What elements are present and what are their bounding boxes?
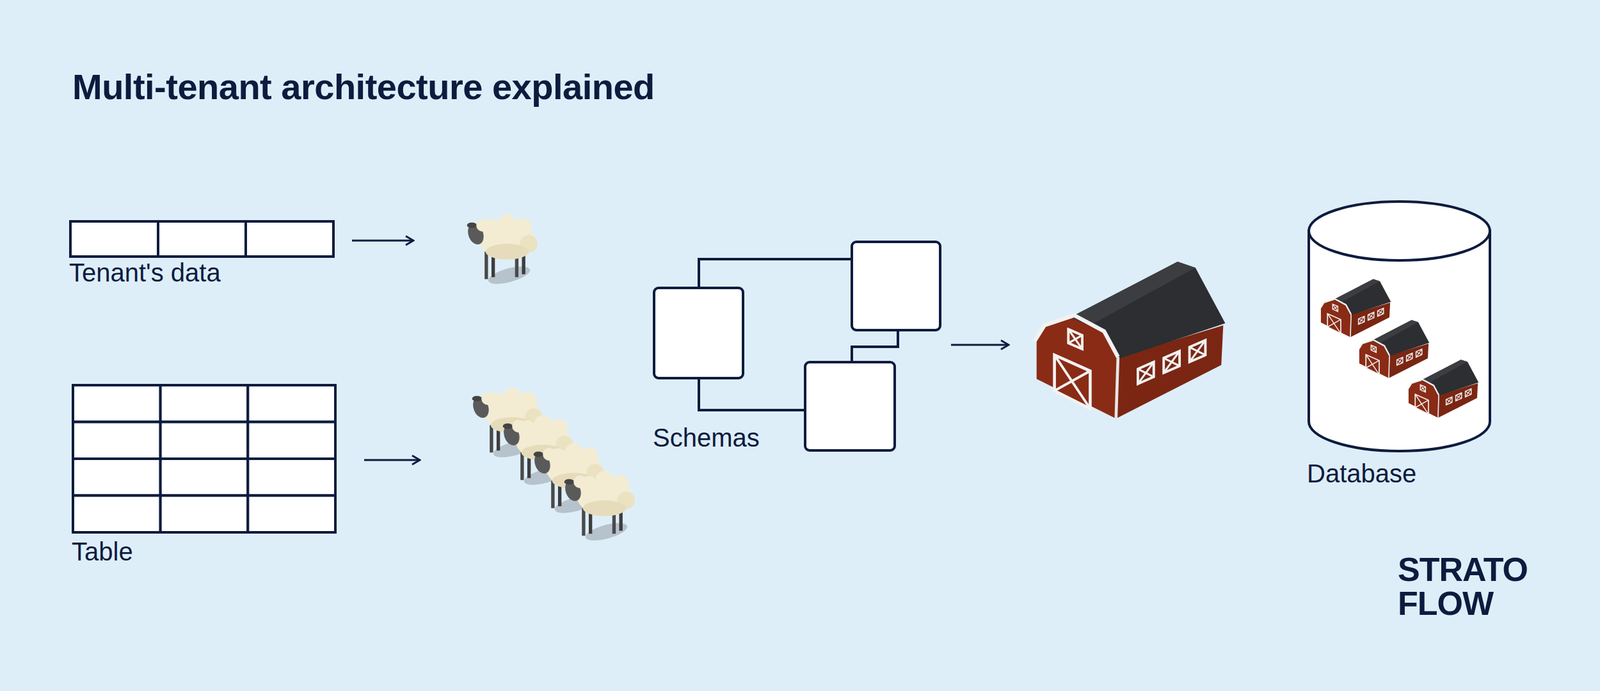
table-cell [72,496,161,534]
sheep-icon [562,471,635,544]
grid-cells [72,385,336,533]
sheep-icon [465,214,538,288]
node-label: Table [71,536,337,568]
barn-icon [1034,261,1226,419]
brand-logo: STRATO [1397,552,1528,587]
schema-box [851,241,941,331]
node-label: Tenant's data [69,257,335,288]
grid-cells [70,221,334,257]
tenant-row: Tenant's data [69,220,335,288]
cylinder-top [1308,201,1490,261]
table-grid [71,384,337,534]
schema-box [805,362,895,451]
sheep-flock [470,387,635,544]
barn-icon [1320,279,1392,338]
node-label: Schemas [652,422,942,454]
table-cell [160,385,249,423]
schema-box [654,288,744,379]
barn-icon [1408,359,1480,418]
node-label: Database [1306,458,1492,489]
table-cell [72,458,161,496]
table-cell [160,422,249,460]
schema-group: Schemas [652,240,942,454]
table-cell [72,385,161,423]
database-cylinder: Database [1306,199,1492,489]
table-cell [245,221,334,257]
arrow [352,240,414,242]
diagram-title: Multi-tenant architecture explained [72,65,655,108]
arrows [352,240,1009,461]
schema-group [652,240,942,452]
table-cell [247,496,336,534]
database-cylinder [1306,199,1492,454]
barn-icon [1358,320,1430,379]
table-cell [247,458,336,496]
table-cell [70,221,159,257]
arrow [364,459,420,462]
arrow [951,344,1009,347]
brand-logo: FLOW [1397,586,1494,621]
table-cell [247,422,336,460]
schema-diagram [654,241,941,451]
table-cell [158,221,246,257]
table-cell [247,385,336,423]
schema-link [698,259,852,288]
table-cell [160,458,249,496]
table-grid: Table [71,384,337,568]
schema-link [851,330,898,363]
cylinder-body [1308,231,1490,452]
schema-link [698,378,806,411]
tenant-row [69,220,335,258]
table-cell [160,496,249,534]
table-cell [72,422,161,460]
